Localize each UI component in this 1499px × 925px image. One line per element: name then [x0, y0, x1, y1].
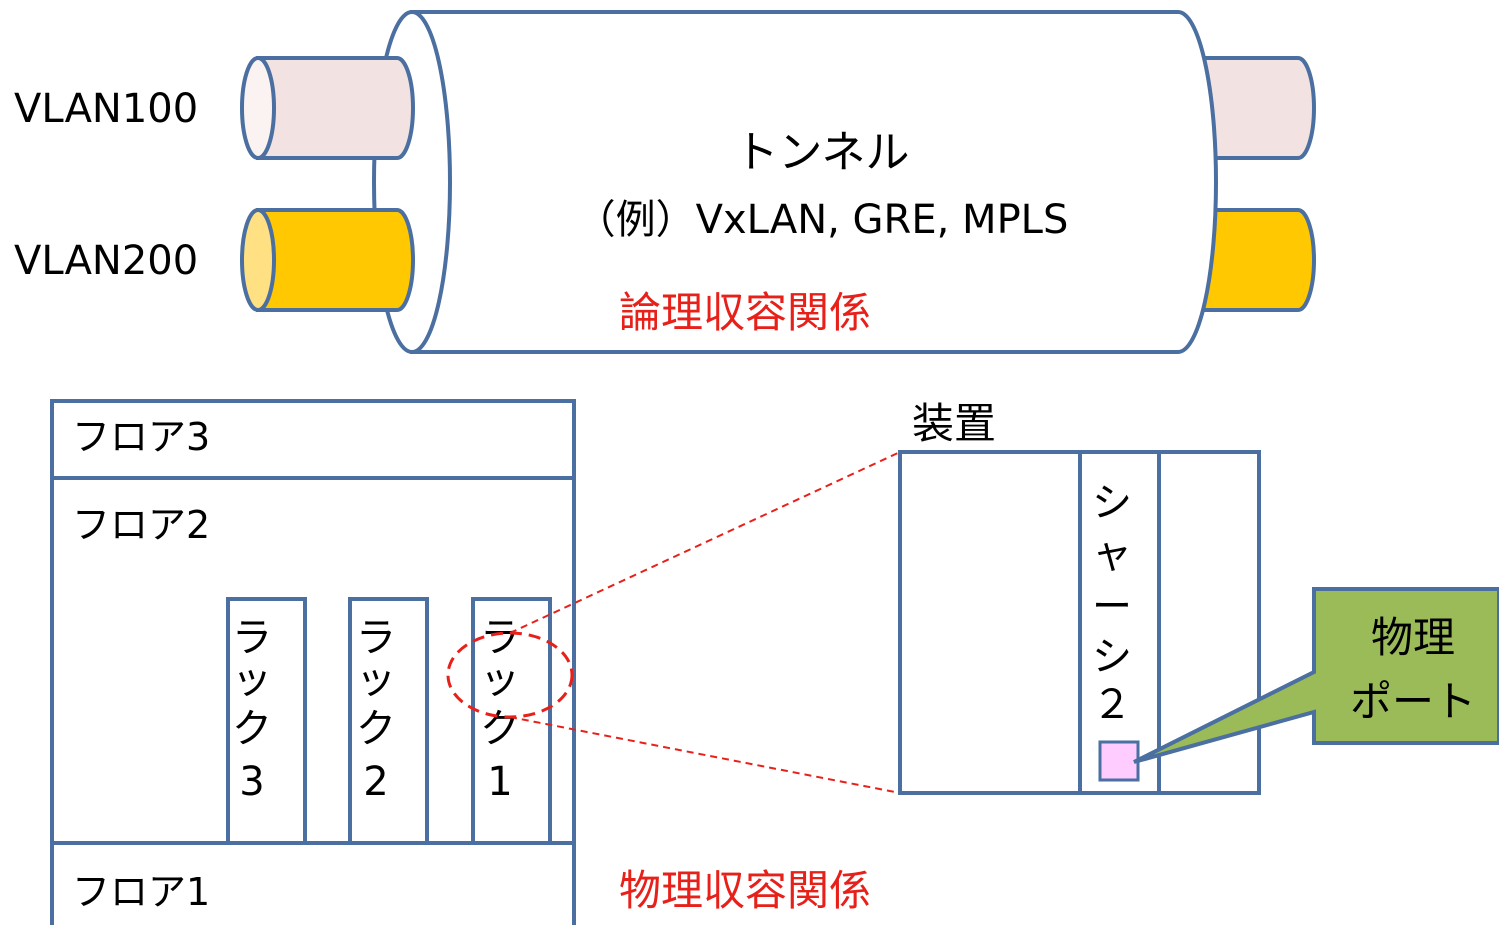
physical-port-callout: 物理 ポート	[1133, 587, 1499, 764]
rack-3-char: ラ	[232, 615, 272, 661]
tunnel-group: VLAN100 VLAN200 トンネル （例）VxLAN, GRE, MPLS…	[14, 10, 1316, 354]
rack-3-char: ク	[232, 706, 272, 752]
chassis-char: ャ	[1092, 531, 1132, 577]
rack-2-char: ラ	[356, 615, 396, 661]
rack-1-char: ッ	[480, 657, 520, 703]
rack-3: ラ ッ ク 3	[226, 597, 307, 845]
vlan100-pipe-left	[240, 56, 415, 160]
callout-line-2: ポート	[1350, 677, 1476, 726]
physical-port-square	[1098, 740, 1140, 782]
building-group: フロア3 フロア2 フロア1 ラ ッ ク 3 ラ ッ ク 2 ラ ッ ク 1	[50, 399, 871, 925]
vlan100-label: VLAN100	[14, 86, 198, 132]
vlan200-label: VLAN200	[14, 238, 198, 284]
rack-2-char: 2	[363, 759, 388, 805]
floor-3-label: フロア3	[72, 415, 210, 459]
vlan100-pipe-right	[1188, 56, 1316, 160]
vlan200-pipe-right	[1188, 208, 1316, 312]
rack-3-char: ッ	[232, 657, 272, 703]
rack-2: ラ ッ ク 2	[348, 597, 429, 845]
rack-1: ラ ッ ク 1	[471, 597, 552, 845]
chassis-char: ー	[1092, 584, 1132, 630]
tunnel-title: トンネル	[734, 127, 909, 178]
rack-1-char: ラ	[480, 615, 520, 661]
rack-3-char: 3	[239, 759, 264, 805]
logical-containment-label: 論理収容関係	[619, 288, 871, 337]
chassis-2: シ ャ ー シ ２	[1092, 480, 1132, 728]
tunnel-example: （例）VxLAN, GRE, MPLS	[576, 197, 1069, 243]
rack-2-char: ッ	[356, 657, 396, 703]
rack-1-char: 1	[487, 759, 512, 805]
rack-2-char: ク	[356, 706, 396, 752]
chassis-char: ２	[1092, 682, 1132, 728]
vlan200-pipe-left	[240, 208, 415, 312]
zoom-line-bottom	[509, 716, 901, 794]
floor-2-label: フロア2	[72, 503, 210, 547]
floor-1-label: フロア1	[72, 870, 210, 914]
device-label: 装置	[912, 399, 996, 448]
chassis-char: シ	[1092, 480, 1132, 526]
chassis-char: シ	[1092, 634, 1132, 680]
physical-containment-label: 物理収容関係	[619, 866, 871, 915]
building-outline	[50, 399, 576, 925]
callout-line-1: 物理	[1371, 613, 1455, 662]
